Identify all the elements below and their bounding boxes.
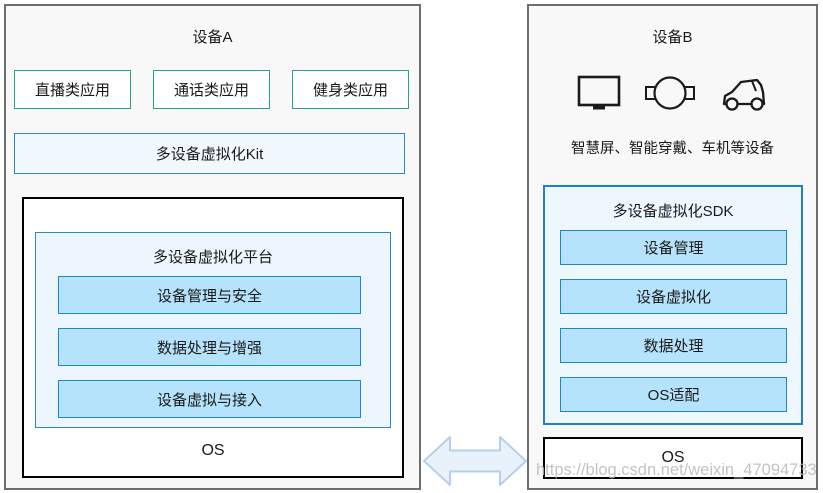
module-device-virtualization: 设备虚拟化	[560, 279, 787, 314]
module-data-processing: 数据处理	[560, 328, 787, 363]
virtualization-sdk-box: 多设备虚拟化SDK 设备管理 设备虚拟化 数据处理 OS适配	[543, 185, 803, 425]
module-device-management: 设备管理	[560, 230, 787, 265]
virtualization-platform-box: 多设备虚拟化平台 设备管理与安全 数据处理与增强 设备虚拟与接入	[35, 232, 391, 428]
virtualization-kit-box: 多设备虚拟化Kit	[14, 133, 405, 174]
sdk-title: 多设备虚拟化SDK	[612, 203, 734, 220]
device-b-os-box: OS	[543, 437, 803, 479]
device-a-os-container: 多设备虚拟化平台 设备管理与安全 数据处理与增强 设备虚拟与接入 OS	[22, 197, 404, 478]
platform-title: 多设备虚拟化平台	[152, 249, 273, 266]
device-b-title: 设备B	[652, 29, 693, 46]
device-a-os-label: OS	[201, 442, 225, 459]
device-b-caption: 智慧屏、智能穿戴、车机等设备	[571, 141, 774, 157]
module-device-virtual-access: 设备虚拟与接入	[58, 380, 361, 418]
device-a-title: 设备A	[192, 29, 233, 46]
module-device-management-security: 设备管理与安全	[58, 276, 361, 314]
bidirectional-arrow-icon	[421, 431, 529, 491]
smart-screen-icon	[577, 74, 621, 112]
module-os-adaptation: OS适配	[560, 377, 787, 412]
wearable-icon	[643, 72, 697, 114]
module-data-processing-enhancement: 数据处理与增强	[58, 328, 361, 366]
app-box-live: 直播类应用	[14, 70, 131, 109]
app-row: 直播类应用 通话类应用 健身类应用	[14, 70, 409, 109]
device-a-panel: 设备A 直播类应用 通话类应用 健身类应用 多设备虚拟化Kit 多设备虚拟化平台…	[4, 4, 421, 490]
device-b-panel: 设备B	[527, 4, 818, 490]
app-box-fitness: 健身类应用	[292, 70, 409, 109]
app-box-call: 通话类应用	[153, 70, 270, 109]
device-type-icons-row	[529, 68, 816, 118]
car-icon	[719, 73, 769, 113]
